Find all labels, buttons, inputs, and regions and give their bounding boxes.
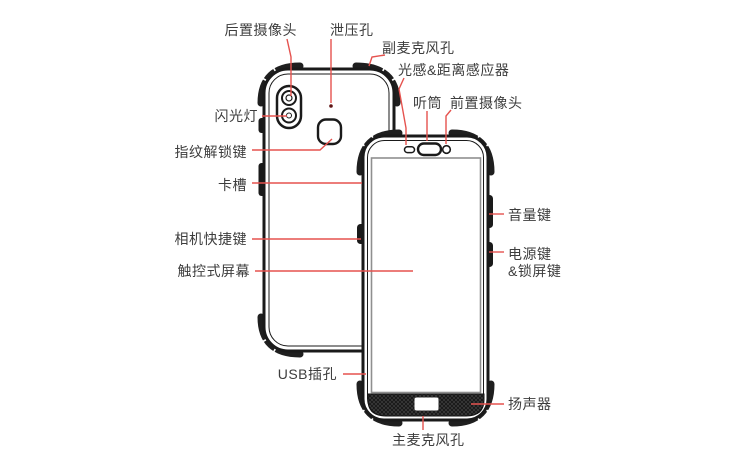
fingerprint-sensor bbox=[316, 118, 343, 146]
label-card-slot: 卡槽 bbox=[218, 177, 247, 193]
label-camera-key: 相机快捷键 bbox=[174, 231, 247, 247]
front-camera-lens bbox=[441, 144, 452, 155]
callout-fingerprint bbox=[252, 138, 333, 151]
label-light-sensor: 光感&距离感应器 bbox=[398, 62, 510, 78]
label-secondary-mic: 副麦克风孔 bbox=[382, 40, 455, 56]
label-power-lock-key: 电源键 &锁屏键 bbox=[508, 246, 562, 279]
light-distance-sensor-pill bbox=[403, 146, 416, 154]
label-flash: 闪光灯 bbox=[214, 108, 258, 124]
earpiece-slot bbox=[416, 142, 443, 157]
label-touch-screen: 触控式屏幕 bbox=[177, 263, 250, 279]
touch-screen-area bbox=[370, 157, 482, 394]
label-fingerprint-key: 指纹解锁键 bbox=[174, 144, 247, 160]
label-usb-port: USB插孔 bbox=[277, 366, 337, 382]
rear-camera-lens-inner bbox=[285, 94, 293, 102]
label-main-mic: 主麦克风孔 bbox=[392, 432, 465, 448]
callout-lines bbox=[252, 38, 504, 430]
label-front-camera: 前置摄像头 bbox=[450, 95, 523, 111]
callout-front-camera bbox=[445, 109, 452, 144]
callout-light-sensor bbox=[398, 77, 407, 145]
label-rear-camera: 后置摄像头 bbox=[224, 22, 297, 38]
usb-slot-cutout bbox=[414, 397, 439, 411]
label-vent-hole: 泄压孔 bbox=[330, 22, 374, 38]
callout-secondary-mic bbox=[368, 54, 386, 67]
label-volume-key: 音量键 bbox=[508, 207, 552, 223]
label-earpiece: 听筒 bbox=[413, 95, 442, 111]
callout-rear-camera bbox=[286, 38, 292, 96]
label-speaker: 扬声器 bbox=[508, 396, 552, 412]
front-phone bbox=[356, 129, 495, 427]
rear-camera-lens bbox=[281, 90, 297, 106]
rear-camera-module bbox=[275, 84, 303, 130]
vent-hole-dot bbox=[329, 104, 333, 108]
